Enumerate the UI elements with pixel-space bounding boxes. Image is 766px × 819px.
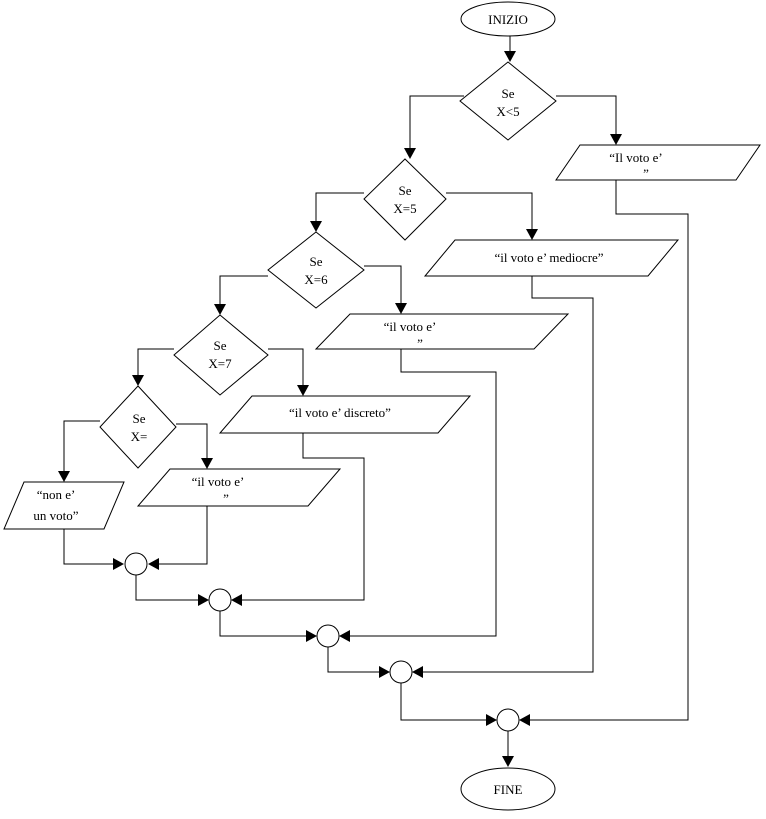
arrow-down-d5: [132, 375, 144, 386]
arrow-left-j4: [412, 666, 423, 678]
connector-d4-yes: [268, 348, 304, 389]
connector-out4-j1: [155, 506, 208, 565]
arrow-right-j3: [306, 630, 317, 642]
decision-label-line2: X=: [131, 429, 148, 444]
connector-j1-j2: [135, 575, 202, 601]
output-label-line1: “Il voto e’: [609, 150, 662, 165]
decision-x-eq-5: Se X=5: [363, 158, 447, 241]
connector-d1-no: [409, 95, 464, 152]
arrow-left-j2: [231, 594, 242, 606]
arrow-left-j5: [519, 714, 530, 726]
arrow-down-d4: [214, 304, 226, 315]
output-non-e-un-voto: “non e’ un voto”: [3, 481, 125, 530]
arrow-down-out0: [610, 134, 622, 145]
output-voto-mediocre: “il voto e’ mediocre”: [423, 239, 680, 277]
arrow-right-j4: [379, 666, 390, 678]
connector-d3-no: [219, 275, 268, 308]
arrow-down-d3: [310, 221, 322, 232]
output-label-line1: “il voto e’: [192, 474, 245, 489]
arrow-down-out4: [201, 458, 213, 469]
connector-d4-no: [137, 348, 174, 379]
end-label: FINE: [494, 782, 523, 797]
arrow-down-d1: [504, 51, 516, 62]
output-label-line2: un voto”: [33, 508, 78, 523]
arrow-down-out3: [297, 385, 309, 396]
output-label-line1: “il voto e’ discreto”: [289, 405, 391, 420]
decision-label-line1: Se: [502, 86, 515, 101]
connector-d5-no: [63, 420, 100, 475]
arrow-right-j5: [486, 714, 497, 726]
start-label: INIZIO: [488, 12, 528, 27]
connector-out2-j3: [346, 349, 497, 637]
output-voto-4: “il voto e’ ”: [136, 468, 342, 507]
connector-j2-j3: [219, 611, 310, 637]
connector-j4-j5: [400, 683, 490, 721]
end-terminator: FINE: [460, 767, 556, 811]
decision-label-line2: X=5: [393, 201, 416, 216]
arrow-left-j3: [339, 630, 350, 642]
start-terminator: INIZIO: [460, 1, 556, 37]
arrow-down-out2: [395, 303, 407, 314]
connector-d2-no: [315, 192, 364, 225]
connector-d5-yes: [176, 423, 208, 462]
output-label-line1: “il voto e’ mediocre”: [494, 250, 603, 265]
connector-out0-j5: [526, 180, 689, 721]
decision-label-line2: X=7: [208, 356, 232, 371]
arrowheads: [58, 51, 622, 767]
output-label-line2: ”: [643, 166, 649, 181]
decision-label-line1: Se: [133, 411, 146, 426]
connector-out1-j4: [419, 276, 594, 673]
arrow-right-j2: [198, 594, 209, 606]
connector-out5-j1: [63, 529, 117, 565]
decision-label-line2: X<5: [496, 104, 519, 119]
decision-label-line2: X=6: [304, 272, 328, 287]
decision-x-eq: Se X=: [99, 385, 177, 469]
arrow-right-j1: [113, 558, 124, 570]
decision-label-line1: Se: [399, 183, 412, 198]
connector-d3-yes: [364, 265, 402, 307]
decision-x-eq-7: Se X=7: [173, 314, 269, 396]
arrow-left-j1: [148, 558, 159, 570]
connectors: [63, 36, 689, 760]
arrow-down-end: [502, 756, 514, 767]
connector-d2-yes: [446, 192, 533, 233]
decision-label-line1: Se: [310, 254, 323, 269]
junction-circle-4: [389, 660, 413, 684]
decision-x-eq-6: Se X=6: [267, 231, 365, 309]
arrow-down-out1: [526, 229, 538, 240]
output-label-line1: “il voto e’: [384, 319, 437, 334]
junction-circle-2: [208, 588, 232, 612]
decision-label-line1: Se: [214, 338, 227, 353]
output-label-line2: ”: [223, 491, 229, 506]
junction-circle-5: [496, 708, 520, 732]
connector-j3-j4: [327, 647, 383, 673]
decision-x-lt-5: Se X<5: [459, 61, 557, 141]
output-label-line2: ”: [417, 336, 423, 351]
connector-out3-j2: [238, 433, 365, 601]
output-label-line1: “non e’: [37, 487, 76, 502]
junctions: [124, 552, 520, 732]
junction-circle-1: [124, 552, 148, 576]
arrow-down-out5: [58, 471, 70, 482]
output-voto-0: “Il voto e’ ”: [555, 144, 761, 181]
output-voto-discreto: “il voto e’ discreto”: [218, 395, 472, 434]
connector-d1-yes: [556, 95, 617, 138]
output-voto-2: “il voto e’ ”: [314, 313, 570, 351]
arrow-down-d2: [404, 148, 416, 159]
junction-circle-3: [316, 624, 340, 648]
